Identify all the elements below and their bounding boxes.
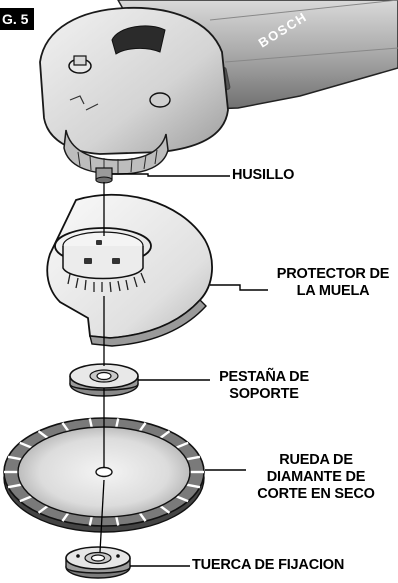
lock-nut: [65, 546, 131, 579]
wheel-segment-gap: [159, 430, 171, 439]
wheel-segment-gap: [7, 483, 22, 489]
wheel-segment-gap: [186, 483, 201, 489]
figure-number-tag: G. 5: [0, 8, 34, 30]
label-diamond-wheel: RUEDA DE DIAMANTE DE CORTE EN SECO: [248, 452, 384, 503]
label-backing-flange-line1: PESTAÑA DE: [219, 369, 309, 385]
diamond-wheel: [3, 417, 205, 533]
wheel-segment-gap: [61, 422, 70, 432]
guard-leader-line: [210, 284, 268, 291]
label-wheel-guard-line1: PROTECTOR DE: [276, 266, 390, 282]
wheel-segment-gap: [37, 505, 49, 514]
label-diamond-wheel-line1: RUEDA DE: [279, 452, 353, 468]
wheel-segment-gap: [61, 512, 70, 522]
label-spindle-text: HUSILLO: [232, 167, 295, 183]
wheel-segment-gap: [159, 505, 171, 514]
wheel-segment-gap: [19, 495, 33, 503]
label-lock-nut: TUERCA DE FIJACION: [192, 557, 396, 574]
wheel-segments: [4, 418, 204, 526]
label-diamond-wheel-line3: CORTE EN SECO: [257, 486, 375, 502]
wheel-segment-gap: [175, 495, 189, 503]
wheel-segment-gap: [88, 516, 93, 526]
label-lock-nut-text: TUERCA DE FIJACION: [192, 557, 345, 573]
wheel-segment-gap: [186, 455, 201, 461]
label-diamond-wheel-line2: DIAMANTE DE: [266, 469, 366, 485]
wheel-segment-gap: [7, 455, 22, 461]
spindle-leader-line: [112, 173, 230, 177]
wheel-segment-gap: [19, 441, 33, 449]
label-wheel-guard: PROTECTOR DE LA MUELA: [270, 266, 396, 300]
wheel-segment-gap: [37, 430, 49, 439]
wheel-segment-gap: [138, 422, 147, 432]
wheel-segment-gap: [138, 512, 147, 522]
wheel-segment-gap: [115, 418, 120, 428]
label-backing-flange-line2: SOPORTE: [229, 386, 299, 402]
label-wheel-guard-line2: LA MUELA: [296, 283, 370, 299]
wheel-segment-gap: [115, 516, 120, 526]
label-spindle: HUSILLO: [232, 167, 294, 184]
label-backing-flange: PESTAÑA DE SOPORTE: [212, 369, 316, 403]
wheel-segment-gap: [88, 418, 93, 428]
wheel-segment-gap: [175, 441, 189, 449]
angle-grinder: BOSCH: [39, 0, 398, 184]
wheel-guard: [46, 193, 213, 347]
